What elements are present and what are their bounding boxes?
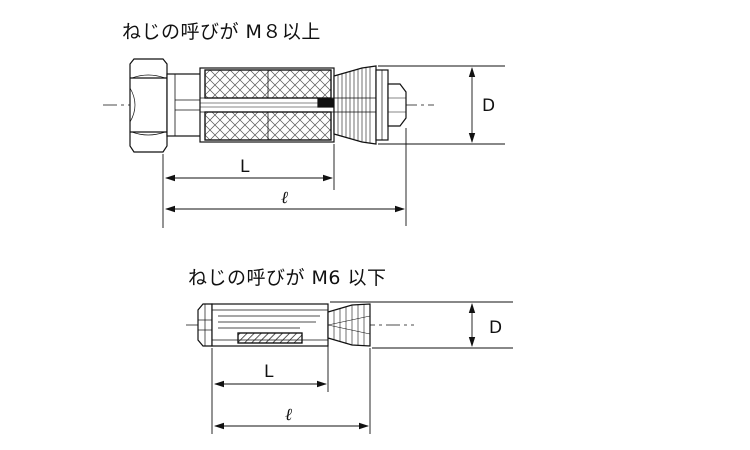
dim-l-top: [162, 144, 335, 228]
dim-ell-label-bottom: ℓ: [285, 405, 292, 425]
dim-d-top: [378, 65, 505, 145]
dim-ell-top: [165, 128, 407, 226]
serrated-cone: [333, 65, 377, 145]
tip: [387, 83, 407, 127]
hatched-section: [237, 332, 303, 344]
caption-m6-and-below: ねじの呼びが M6 以下: [188, 267, 387, 289]
dim-l-label-top: L: [240, 157, 250, 177]
dim-ell-bottom: [214, 348, 371, 434]
dim-l-label-bottom: L: [264, 362, 274, 382]
hex-head: [129, 58, 168, 153]
dim-d-label-top: D: [482, 96, 495, 116]
caption-m8-and-above: ねじの呼びが M８以上: [122, 21, 321, 43]
dim-d-label-bottom: D: [489, 318, 502, 338]
dim-ell-label-top: ℓ: [281, 188, 288, 208]
anchor-m8-drawing: [103, 58, 434, 153]
dim-l-bottom: [211, 340, 329, 434]
anchor-m6-drawing: [186, 303, 414, 347]
dim-d-bottom: [330, 301, 513, 349]
